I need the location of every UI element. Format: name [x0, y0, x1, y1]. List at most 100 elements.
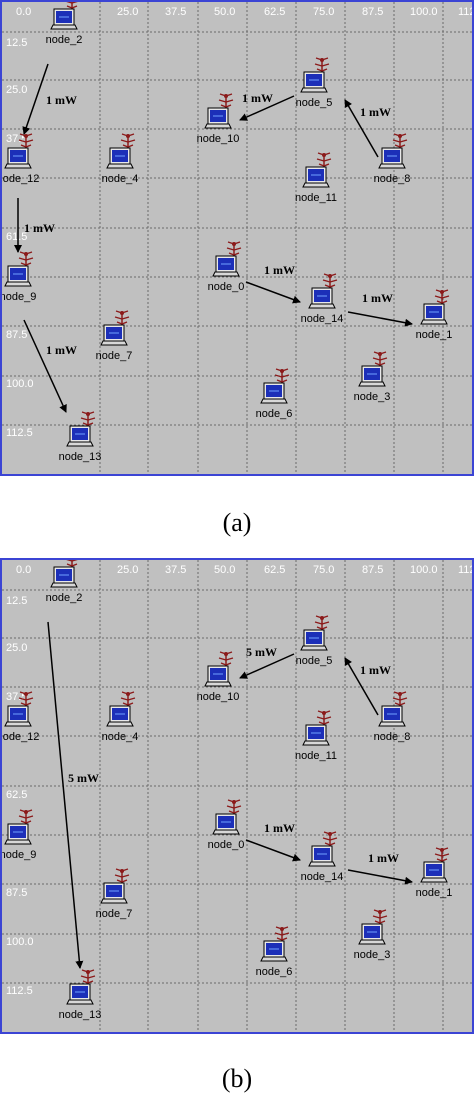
node-0-icon[interactable]: [212, 799, 242, 835]
x-tick-label: 75.0: [313, 564, 334, 576]
node-label: node_9: [2, 291, 36, 303]
node-9-icon[interactable]: [4, 251, 34, 287]
node-2-icon[interactable]: [50, 2, 79, 30]
caption-a: (a): [222, 508, 252, 537]
link-power-label: 1 mW: [360, 105, 391, 119]
y-tick-label: 25.0: [6, 84, 27, 96]
node-10-icon[interactable]: [204, 93, 234, 129]
node-label: node_0: [208, 281, 245, 293]
caption-b: (b): [221, 1064, 253, 1093]
y-tick-label: 87.5: [6, 887, 27, 899]
network-canvas-b: 0.025.037.550.062.575.087.5100.0112.512.…: [2, 560, 472, 1032]
node-6-icon[interactable]: [260, 368, 290, 404]
x-tick-label: 87.5: [362, 564, 383, 576]
x-tick-label: 0.0: [16, 564, 31, 576]
link-arrow-node_0-to-node_14: [245, 839, 301, 862]
node-6-icon[interactable]: [260, 926, 290, 962]
node-2-icon[interactable]: [50, 560, 79, 588]
node-label: node_3: [354, 391, 391, 403]
link-power-label: 1 mW: [362, 291, 393, 305]
node-11-icon[interactable]: [302, 710, 332, 746]
node-label: node_13: [59, 1009, 102, 1021]
link-arrow-node_2-to-node_13: [47, 621, 84, 969]
node-4-icon[interactable]: [106, 691, 136, 727]
node-label: node_1: [416, 887, 453, 899]
link-arrow-node_2-to-node_12: [22, 63, 49, 135]
node-14-icon[interactable]: [308, 831, 338, 867]
node-label: node_10: [197, 133, 240, 145]
node-13-icon[interactable]: [66, 411, 96, 447]
x-tick-label: 112.5: [458, 6, 472, 18]
x-tick-label: 100.0: [410, 564, 438, 576]
node-8-icon[interactable]: [378, 133, 408, 169]
node-label: node_13: [59, 451, 102, 463]
y-tick-label: 25.0: [6, 642, 27, 654]
node-label: node_7: [96, 908, 133, 920]
node-13-icon[interactable]: [66, 969, 96, 1005]
network-panel-a: 0.025.037.550.062.575.087.5100.0112.512.…: [0, 0, 474, 476]
x-tick-label: 25.0: [117, 564, 138, 576]
node-label: node_0: [208, 839, 245, 851]
node-label: node_14: [301, 871, 344, 883]
canvas-background: [2, 560, 472, 1032]
node-12-icon[interactable]: [4, 691, 34, 727]
node-5-icon[interactable]: [300, 57, 330, 93]
node-3-icon[interactable]: [358, 909, 388, 945]
y-tick-label: 37.5: [6, 691, 27, 703]
node-label: node_2: [46, 34, 83, 46]
x-tick-label: 50.0: [214, 6, 235, 18]
y-tick-label: 112.5: [6, 427, 33, 439]
node-label: node_6: [256, 966, 293, 978]
y-tick-label: 61.5: [6, 231, 27, 243]
y-tick-label: 87.5: [6, 329, 27, 341]
x-tick-label: 87.5: [362, 6, 383, 18]
x-tick-label: 50.0: [214, 564, 235, 576]
x-tick-label: 100.0: [410, 6, 438, 18]
node-label: node_1: [416, 329, 453, 341]
node-14-icon[interactable]: [308, 273, 338, 309]
link-power-label: 5 mW: [68, 771, 99, 785]
node-12-icon[interactable]: [4, 133, 34, 169]
link-power-label: 1 mW: [46, 93, 77, 107]
node-1-icon[interactable]: [420, 847, 450, 883]
link-arrow-node_14-to-node_1: [347, 311, 413, 327]
link-power-label: 1 mW: [368, 851, 399, 865]
node-label: node_8: [374, 173, 411, 185]
node-label: node_7: [96, 350, 133, 362]
link-arrow-node_5-to-node_10: [239, 653, 295, 679]
node-11-icon[interactable]: [302, 152, 332, 188]
node-5-icon[interactable]: [300, 615, 330, 651]
node-label: node_12: [2, 173, 39, 185]
node-label: node_9: [2, 849, 36, 861]
link-power-label: 1 mW: [46, 343, 77, 357]
network-panel-b: 0.025.037.550.062.575.087.5100.0112.512.…: [0, 558, 474, 1034]
y-tick-label: 62.5: [6, 789, 27, 801]
link-power-label: 1 mW: [264, 821, 295, 835]
node-label: node_3: [354, 949, 391, 961]
node-4-icon[interactable]: [106, 133, 136, 169]
y-tick-label: 112.5: [6, 985, 33, 997]
node-label: node_8: [374, 731, 411, 743]
node-3-icon[interactable]: [358, 351, 388, 387]
node-label: node_14: [301, 313, 344, 325]
canvas-background: [2, 2, 472, 474]
node-label: node_10: [197, 691, 240, 703]
node-label: node_4: [102, 173, 139, 185]
y-tick-label: 100.0: [6, 936, 34, 948]
node-10-icon[interactable]: [204, 651, 234, 687]
node-label: node_5: [296, 655, 333, 667]
node-label: node_4: [102, 731, 139, 743]
y-tick-label: 12.5: [6, 37, 27, 49]
link-arrow-node_9-to-node_13: [23, 319, 67, 413]
node-7-icon[interactable]: [100, 310, 130, 346]
node-1-icon[interactable]: [420, 289, 450, 325]
node-9-icon[interactable]: [4, 809, 34, 845]
link-power-label: 1 mW: [264, 263, 295, 277]
node-7-icon[interactable]: [100, 868, 130, 904]
y-tick-label: 100.0: [6, 378, 34, 390]
node-0-icon[interactable]: [212, 241, 242, 277]
node-8-icon[interactable]: [378, 691, 408, 727]
node-label: node_5: [296, 97, 333, 109]
link-power-label: 1 mW: [360, 663, 391, 677]
x-tick-label: 37.5: [165, 564, 186, 576]
